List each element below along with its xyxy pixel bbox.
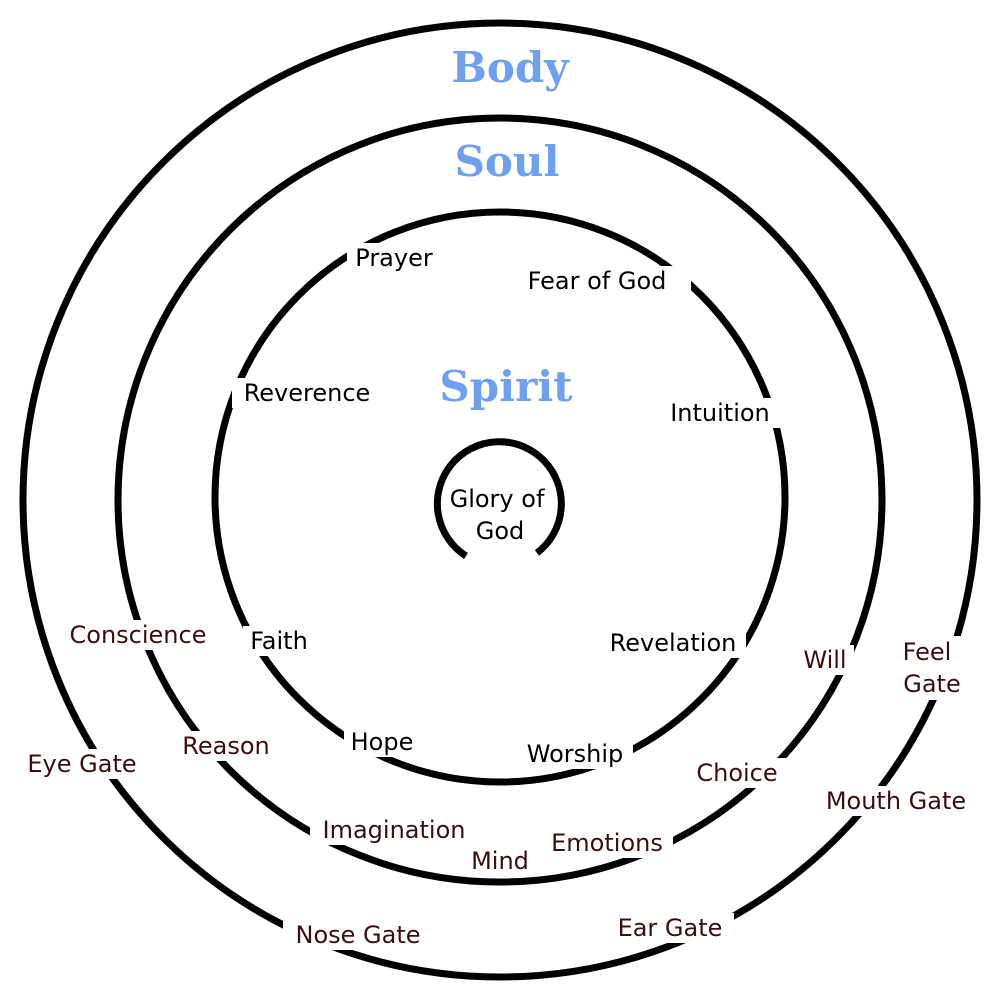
label-mind: Mind: [471, 847, 529, 875]
spirit-ring: [211, 208, 789, 786]
soul-heading: Soul: [455, 137, 560, 186]
label-imagination: Imagination: [323, 816, 466, 844]
center-label-line2: God: [476, 517, 525, 545]
label-reason: Reason: [182, 732, 269, 760]
label-feel-gate-line2: Gate: [903, 670, 960, 698]
label-hope: Hope: [351, 728, 414, 756]
body-ring: [19, 19, 981, 981]
label-worship: Worship: [527, 740, 624, 768]
body-heading: Body: [451, 43, 570, 92]
body-ring-labels: Feel Gate Eye Gate Mouth Gate Nose Gate …: [16, 636, 980, 950]
soul-ring-labels: Conscience Will Reason Choice Imaginatio…: [58, 620, 854, 876]
label-fear-of-god: Fear of God: [528, 267, 667, 295]
label-intuition: Intuition: [670, 399, 770, 427]
label-conscience: Conscience: [70, 621, 207, 649]
spirit-heading: Spirit: [439, 362, 573, 411]
glory-ring: [433, 438, 565, 559]
label-choice: Choice: [696, 759, 777, 787]
label-faith: Faith: [250, 627, 308, 655]
label-feel-gate-line1: Feel: [903, 638, 952, 666]
label-mouth-gate: Mouth Gate: [826, 787, 966, 815]
label-revelation: Revelation: [610, 629, 737, 657]
label-eye-gate: Eye Gate: [27, 750, 136, 778]
spirit-ring-labels: Prayer Fear of God Reverence Intuition F…: [232, 243, 782, 769]
soul-ring: [114, 114, 886, 886]
label-emotions: Emotions: [551, 829, 663, 857]
label-nose-gate: Nose Gate: [295, 921, 420, 949]
center-label-line1: Glory of: [450, 485, 545, 513]
label-reverence: Reverence: [244, 379, 371, 407]
label-prayer: Prayer: [355, 244, 433, 272]
label-ear-gate: Ear Gate: [618, 914, 723, 942]
label-will: Will: [803, 646, 846, 674]
